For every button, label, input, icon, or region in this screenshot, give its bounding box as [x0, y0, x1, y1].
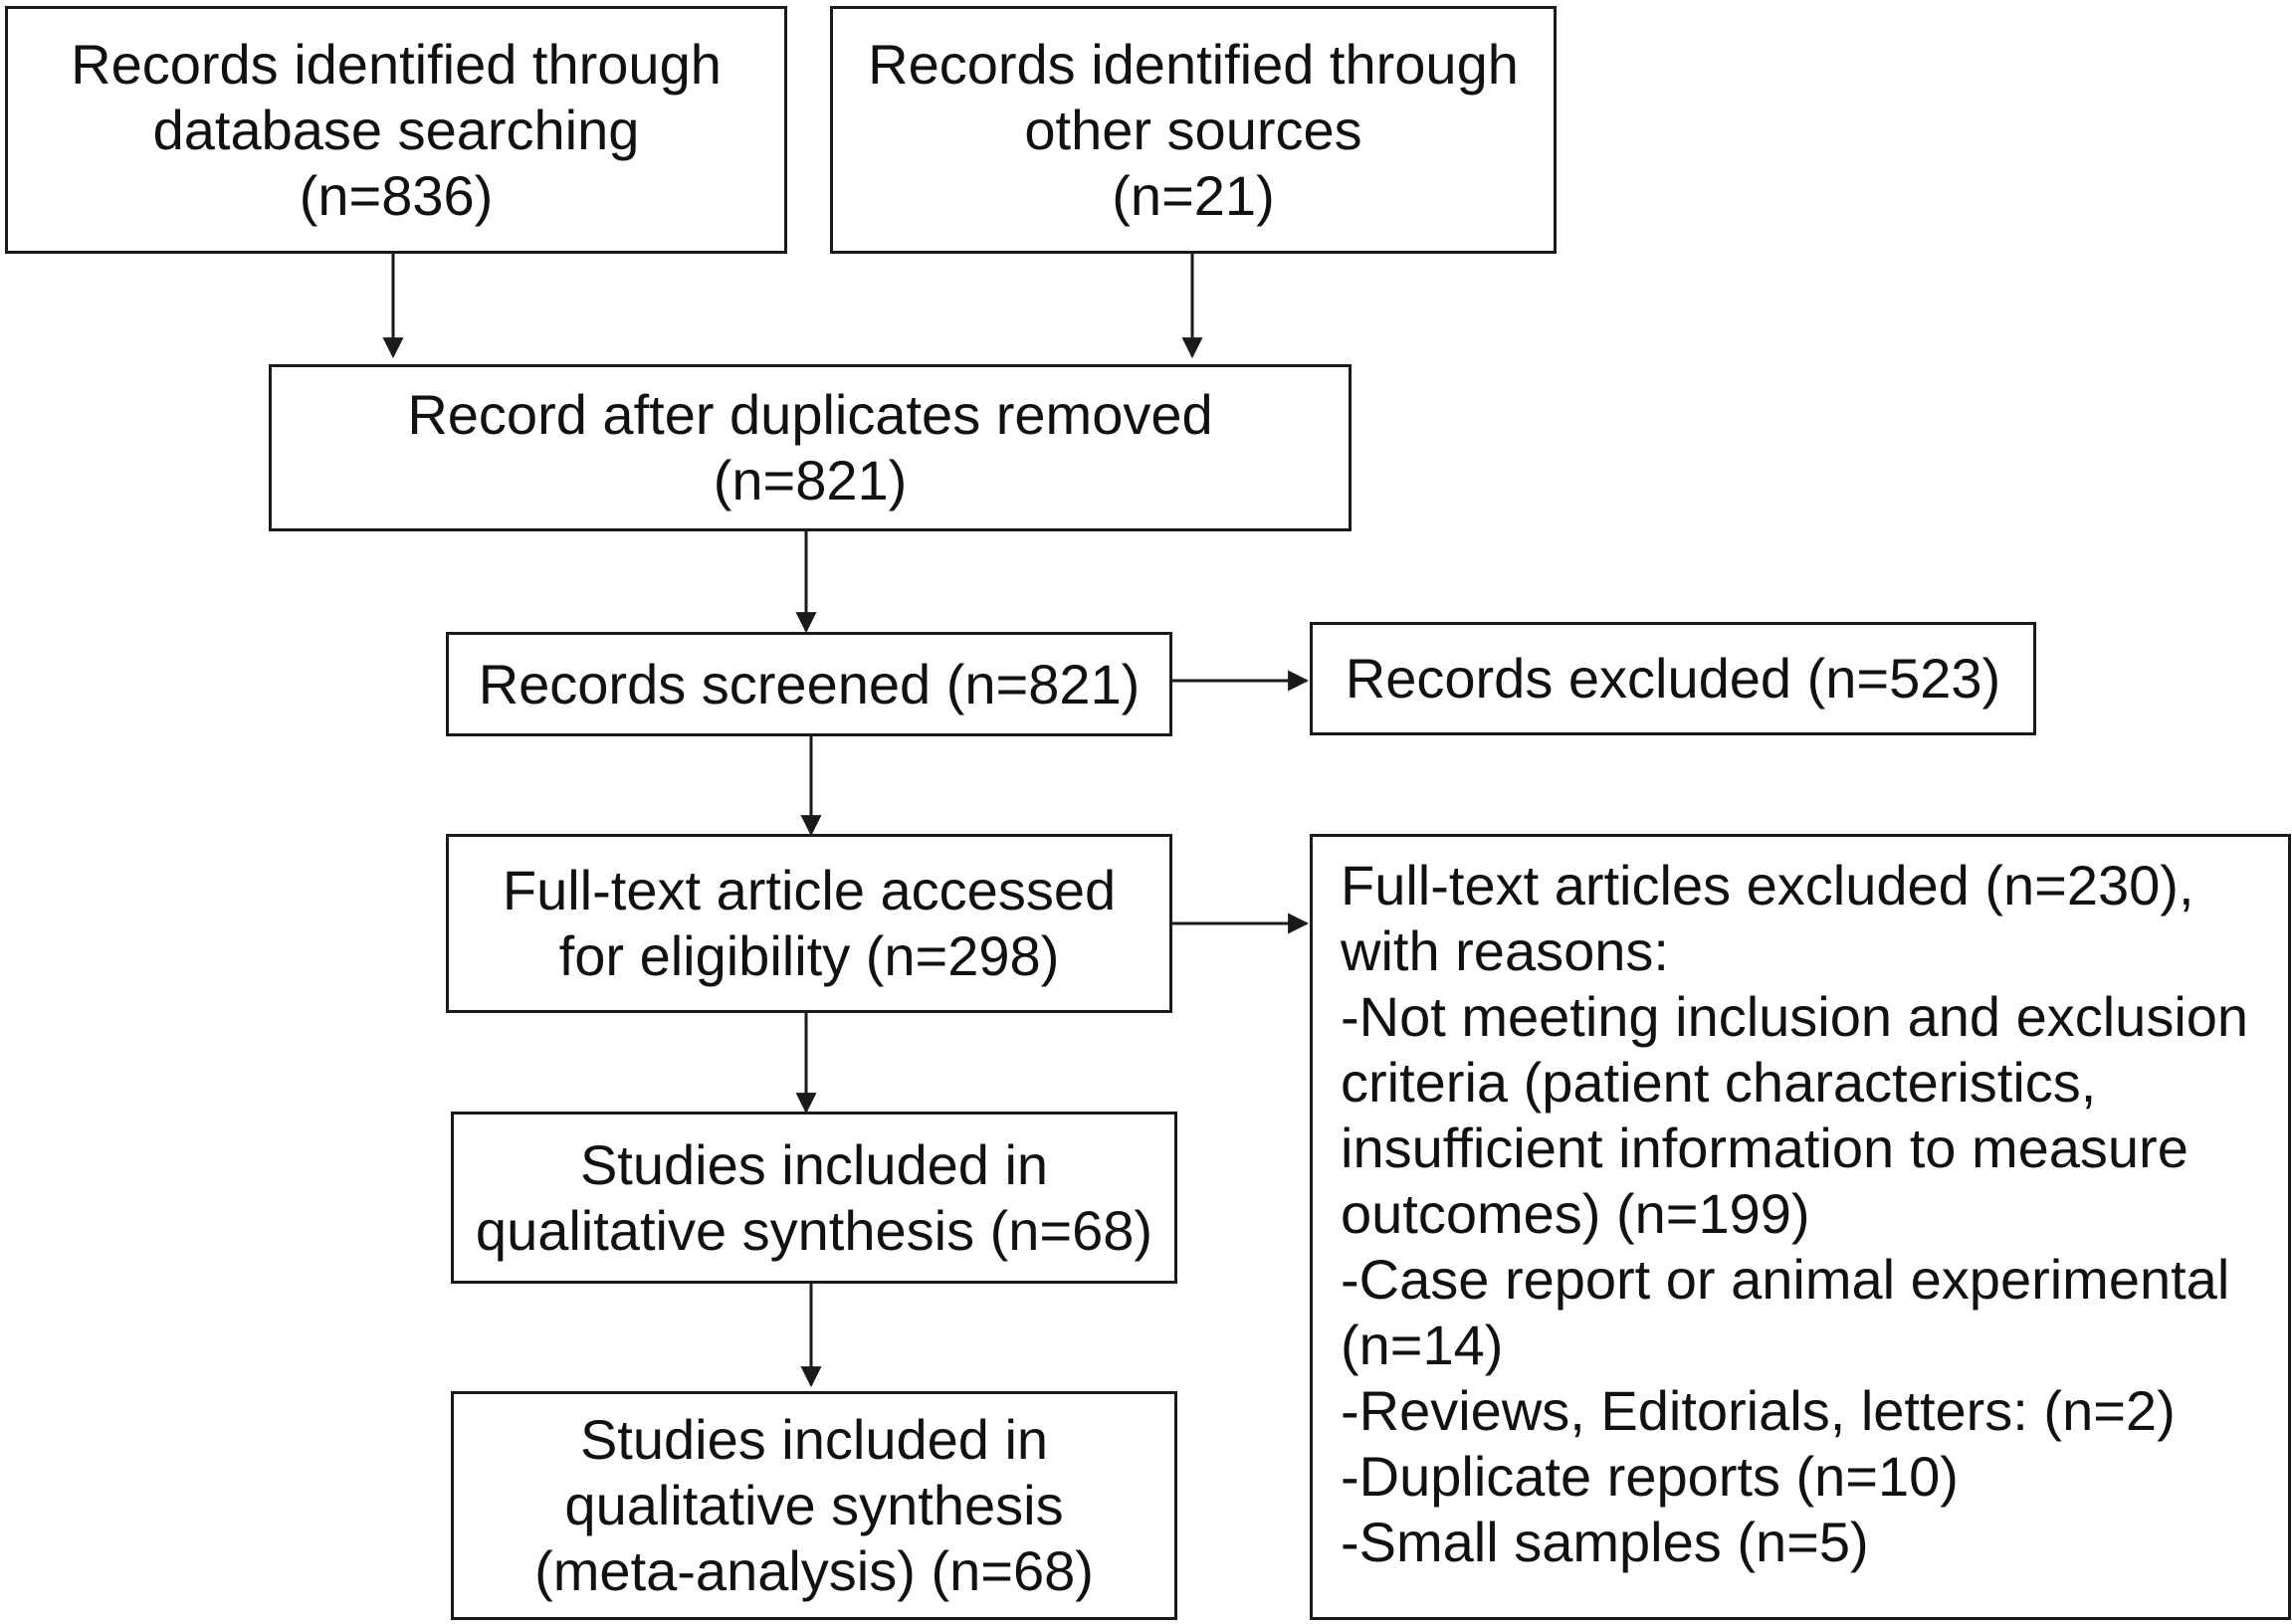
full-text-line-2: for eligibility (n=298) — [558, 924, 1060, 987]
excluded-reason-line: insufficient information to measure — [1341, 1116, 2188, 1179]
duplicates-removed-line-1: Record after duplicates removed — [407, 383, 1213, 446]
db-search-line-2: database searching — [152, 98, 640, 161]
excluded-reason-line: (n=14) — [1341, 1314, 1504, 1376]
records-screened-box: Records screened (n=821) — [446, 632, 1172, 736]
full-text-box: Full-text article accessed for eligibili… — [446, 834, 1172, 1013]
excluded-reason-line: -Reviews, Editorials, letters: (n=2) — [1341, 1379, 2176, 1442]
other-sources-line-2: other sources — [1024, 98, 1362, 161]
meta-analysis-line-2: qualitative synthesis — [564, 1474, 1064, 1536]
excluded-reason-line: Full-text articles excluded (n=230), — [1341, 854, 2194, 916]
excluded-reason-line: criteria (patient characteristics, — [1341, 1051, 2097, 1114]
other-sources-box: Records identified through other sources… — [830, 6, 1557, 254]
full-text-excluded-box: Full-text articles excluded (n=230), wit… — [1310, 834, 2291, 1620]
duplicates-removed-count: (n=821) — [713, 449, 908, 511]
excluded-reason-line: -Duplicate reports (n=10) — [1341, 1445, 1959, 1508]
meta-analysis-line-3: (meta-analysis) (n=68) — [534, 1539, 1094, 1602]
records-excluded-label: Records excluded (n=523) — [1345, 647, 2001, 710]
excluded-reason-line: outcomes) (n=199) — [1341, 1182, 1810, 1245]
excluded-reason-line: -Case report or animal experimental — [1341, 1248, 2230, 1311]
qualitative-line-1: Studies included in — [579, 1132, 1049, 1196]
qualitative-line-2: qualitative synthesis (n=68) — [475, 1198, 1153, 1262]
records-excluded-box: Records excluded (n=523) — [1310, 622, 2036, 735]
excluded-reason-line: -Small samples (n=5) — [1341, 1511, 1869, 1573]
db-search-count: (n=836) — [299, 163, 494, 227]
excluded-reason-line: -Not meeting inclusion and exclusion — [1341, 985, 2249, 1048]
db-search-line-1: Records identified through — [71, 32, 722, 96]
excluded-reason-line: with reasons: — [1341, 919, 1669, 982]
records-screened-label: Records screened (n=821) — [478, 652, 1141, 715]
other-sources-line-1: Records identified through — [868, 32, 1519, 96]
qualitative-synthesis-box: Studies included in qualitative synthesi… — [451, 1112, 1177, 1284]
full-text-line-1: Full-text article accessed — [502, 859, 1117, 921]
other-sources-count: (n=21) — [1112, 163, 1275, 227]
db-search-box: Records identified through database sear… — [5, 6, 787, 254]
meta-analysis-line-1: Studies included in — [579, 1408, 1049, 1471]
duplicates-removed-box: Record after duplicates removed (n=821) — [269, 364, 1352, 531]
meta-analysis-box: Studies included in qualitative synthesi… — [451, 1391, 1177, 1620]
